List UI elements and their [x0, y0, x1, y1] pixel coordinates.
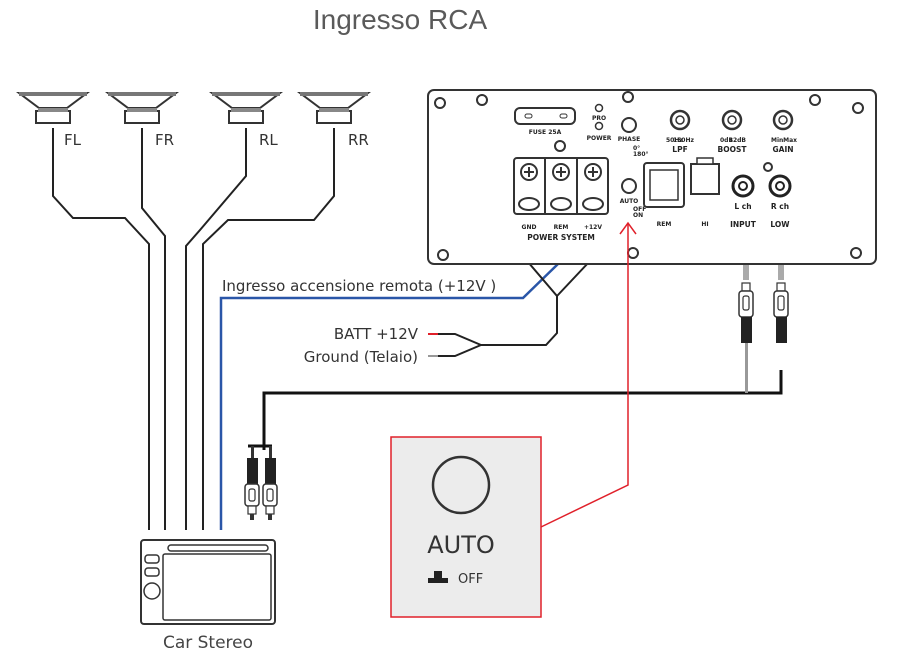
auto-button-enlarged — [431, 455, 491, 515]
power-system-label: POWER SYSTEM — [527, 233, 595, 242]
knob-lpf-min: 50Hz — [666, 137, 683, 144]
led-pro-label: PRO — [592, 115, 606, 122]
phase-button — [621, 117, 637, 133]
fuse-label: FUSE 25A — [529, 129, 562, 136]
rca-plugs-headunit — [244, 446, 278, 520]
terminal-rem-label: REM — [554, 224, 569, 231]
rem-port-label: REM — [657, 221, 672, 228]
ground-label: Ground (Telaio) — [304, 348, 418, 366]
car-stereo-label: Car Stereo — [163, 633, 253, 653]
knob-boost — [721, 109, 743, 131]
speaker-rl: RL — [209, 92, 283, 149]
speaker-label-fl: FL — [64, 131, 82, 149]
screws — [434, 91, 864, 261]
knob-gain-max: Max — [783, 137, 797, 144]
car-stereo: Car Stereo — [140, 539, 276, 653]
knob-gain-label: GAIN — [772, 145, 793, 154]
knob-lpf-max: 150Hz — [673, 137, 695, 144]
power-terminal-block — [513, 157, 609, 215]
auto-option-1: ON — [633, 212, 643, 219]
terminal-gnd-label: GND — [522, 224, 537, 231]
callout-auto-label: AUTO — [427, 531, 495, 559]
led-power-label: POWER — [587, 135, 612, 142]
speaker-fl: FL — [16, 92, 90, 149]
auto-callout-box: AUTO OFF — [390, 436, 542, 618]
speaker-fr: FR — [105, 92, 179, 149]
fuse-holder — [514, 107, 576, 125]
knob-boost-max: 12dB — [729, 137, 747, 144]
knob-boost-label: BOOST — [718, 145, 748, 154]
knob-gain-min: Min — [771, 137, 783, 144]
auto-button — [621, 178, 637, 194]
low-label: LOW — [770, 220, 790, 229]
speaker-label-rl: RL — [259, 131, 278, 149]
phase-option-0: 0° — [633, 145, 640, 152]
batt-label: BATT +12V — [334, 325, 419, 343]
power-wires — [430, 250, 590, 357]
knob-gain — [772, 109, 794, 131]
rca-right-label: R ch — [771, 202, 789, 211]
terminal-12v-label: +12V — [584, 224, 602, 231]
diagram-title: Ingresso RCA — [312, 4, 488, 35]
auto-option-0: OFF — [633, 206, 646, 213]
rca-left-label: L ch — [734, 202, 751, 211]
phase-label: PHASE — [618, 136, 640, 143]
callout-off-label: OFF — [458, 572, 483, 587]
knob-lpf — [669, 109, 691, 131]
phase-option-1: 180° — [633, 151, 649, 158]
auto-label: AUTO — [620, 198, 639, 205]
auto-callout-arrow — [540, 221, 637, 528]
switch-icon — [428, 571, 448, 583]
remote-label: Ingresso accensione remota (+12V ) — [222, 277, 496, 295]
hi-port — [690, 163, 720, 195]
rca-cable — [262, 370, 783, 450]
speaker-label-rr: RR — [348, 131, 369, 149]
speaker-wires — [52, 128, 335, 530]
knob-boost-min: 0dB — [720, 137, 733, 144]
knob-lpf-label: LPF — [672, 145, 687, 154]
speaker-rr: RR — [297, 92, 371, 149]
input-label: INPUT — [730, 220, 757, 229]
speaker-label-fr: FR — [155, 131, 174, 149]
hi-port-label: HI — [701, 221, 708, 228]
amplifier-panel: FUSE 25A PRO POWER PHASE 0° 180° AUTO OF… — [427, 89, 877, 265]
